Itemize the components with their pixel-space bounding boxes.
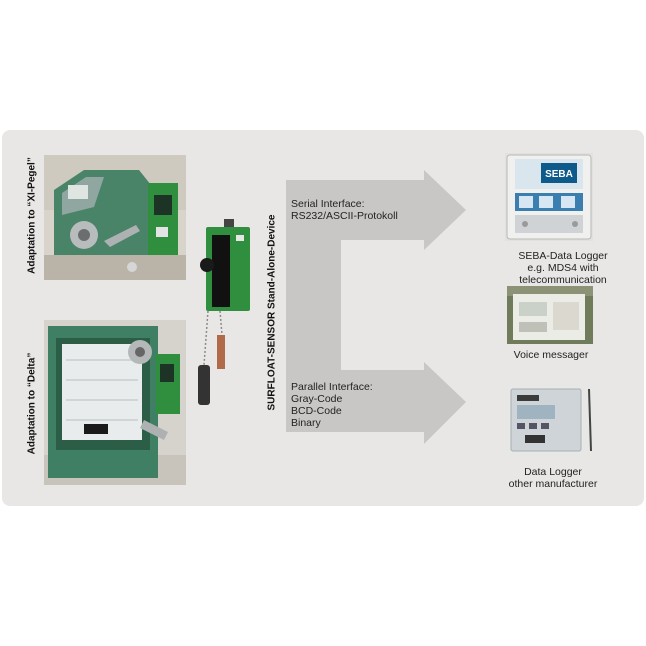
serial-protocol: RS232/ASCII-Protokoll [291, 210, 398, 222]
seba-logger-caption: SEBA-Data Logger e.g. MDS4 with telecomm… [488, 250, 638, 286]
parallel-line: Binary [291, 417, 321, 429]
parallel-arrow [286, 362, 466, 444]
other-logger-photo [505, 385, 597, 455]
seba-logger-subtitle: e.g. MDS4 with telecommunication [519, 262, 607, 286]
label-delta: Adaptation to “Delta” [26, 352, 38, 455]
delta-photo [44, 320, 186, 485]
serial-arrow [286, 170, 466, 370]
interface-arrows [286, 170, 468, 450]
seba-logger-title: SEBA-Data Logger [518, 250, 608, 262]
surfloat-sensor-device [196, 215, 254, 410]
parallel-line: BCD-Code [291, 405, 342, 417]
other-logger-caption: Data Logger other manufacturer [488, 466, 618, 490]
parallel-line: Gray-Code [291, 393, 343, 405]
other-logger-subtitle: other manufacturer [508, 478, 598, 490]
device-label: SURFLOAT-SENSOR Stand-Alone-Device [266, 214, 278, 411]
serial-title: Serial Interface: [291, 198, 365, 210]
voice-messager-title: Voice messager [513, 349, 589, 361]
serial-interface-text: Serial Interface: RS232/ASCII-Protokoll [291, 198, 398, 222]
parallel-title: Parallel Interface: [291, 381, 373, 393]
label-xi-pegel: Adaptation to “XI-Pegel” [26, 157, 38, 274]
seba-logger-photo: SEBA [505, 153, 593, 241]
parallel-interface-text: Parallel Interface: Gray-Code BCD-Code B… [291, 381, 373, 429]
voice-messager-caption: Voice messager [488, 349, 614, 361]
xi-pegel-photo [44, 155, 186, 280]
other-logger-title: Data Logger [524, 466, 582, 478]
seba-brand-text: SEBA [545, 169, 573, 180]
voice-messager-photo [507, 286, 593, 344]
